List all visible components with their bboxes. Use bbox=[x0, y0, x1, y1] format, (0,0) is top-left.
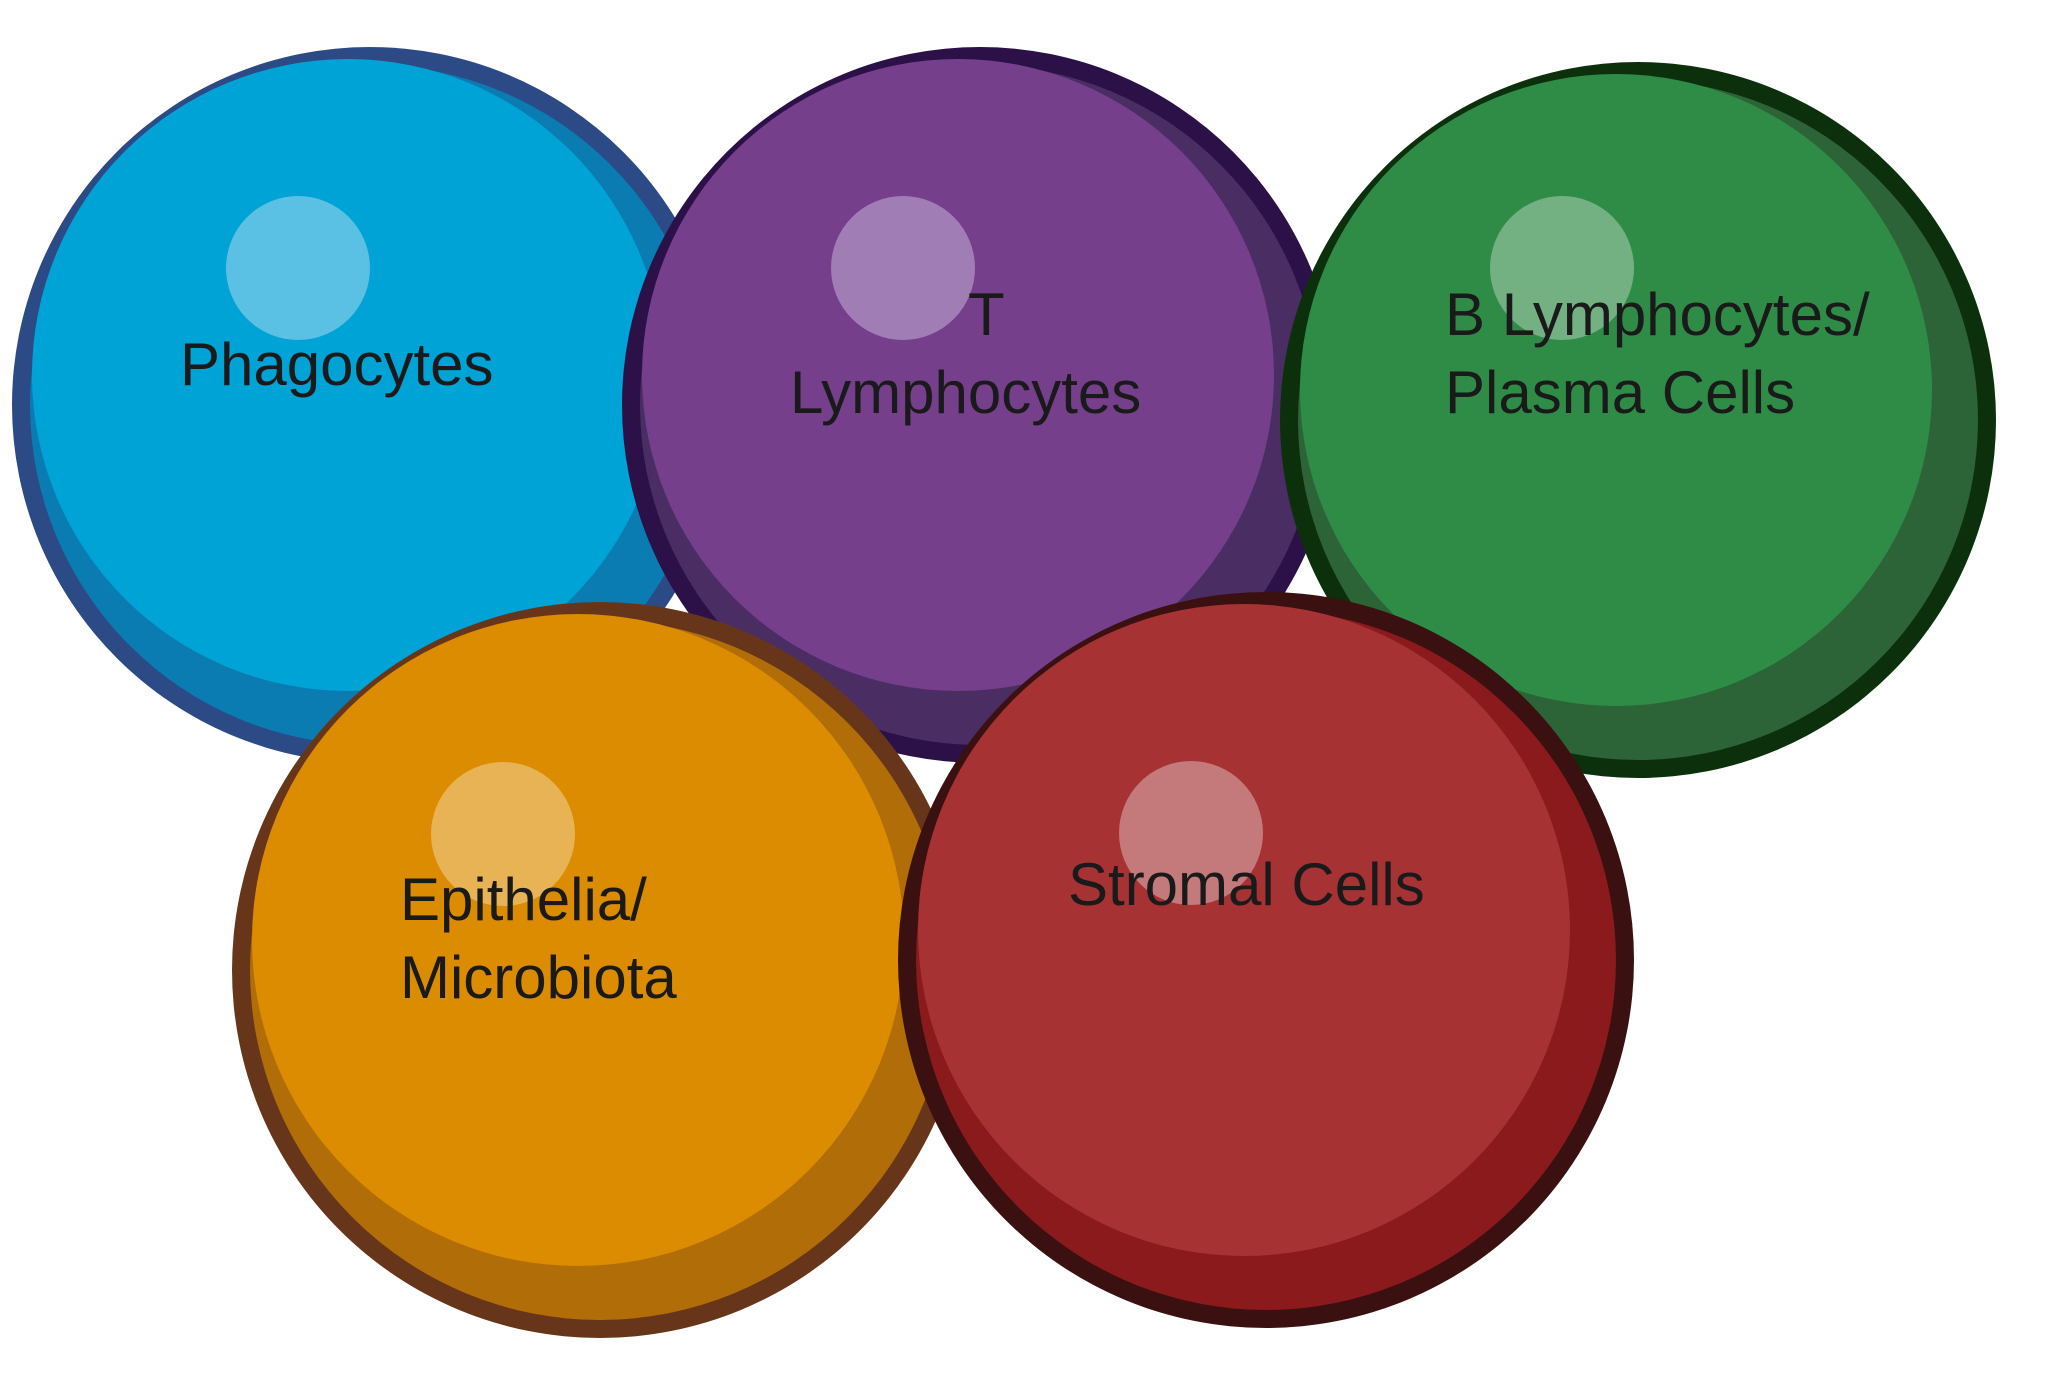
cell-body bbox=[642, 59, 1274, 691]
cell-label-line: Microbiota bbox=[400, 944, 677, 1011]
cell-label: B Lymphocytes/Plasma Cells bbox=[1445, 281, 1870, 426]
cell-highlight bbox=[1490, 196, 1634, 340]
cell-highlight bbox=[831, 196, 975, 340]
cell-label-line: T bbox=[968, 281, 1005, 348]
cell-body bbox=[1300, 74, 1932, 706]
cell-label-line: Phagocytes bbox=[180, 331, 494, 398]
cell-label: Phagocytes bbox=[180, 331, 494, 398]
cell-label: Epithelia/Microbiota bbox=[400, 866, 677, 1011]
cell-label-line: Lymphocytes bbox=[790, 359, 1141, 426]
cell-label-line: B Lymphocytes/ bbox=[1445, 281, 1870, 348]
cell-label-line: Stromal Cells bbox=[1068, 851, 1425, 918]
cell-phagocytes: Phagocytes bbox=[12, 47, 728, 763]
cell-body bbox=[32, 59, 664, 691]
cell-label-line: Epithelia/ bbox=[400, 866, 647, 933]
cell-label: T Lymphocytes bbox=[790, 281, 1141, 426]
cell-stromal-cells: Stromal Cells bbox=[898, 592, 1634, 1328]
cell-label-line: Plasma Cells bbox=[1445, 359, 1795, 426]
cell-epithelia-microbiota: Epithelia/Microbiota bbox=[232, 602, 968, 1338]
cell-t-lymphocytes: T Lymphocytes bbox=[622, 47, 1338, 763]
cell-body bbox=[918, 604, 1570, 1256]
cell-label: Stromal Cells bbox=[1068, 851, 1425, 918]
cell-highlight bbox=[1119, 761, 1263, 905]
cell-b-lymphocytes-plasma-cells: B Lymphocytes/Plasma Cells bbox=[1280, 62, 1996, 778]
cell-highlight bbox=[431, 762, 575, 906]
cell-body bbox=[252, 614, 904, 1266]
cell-highlight bbox=[226, 196, 370, 340]
